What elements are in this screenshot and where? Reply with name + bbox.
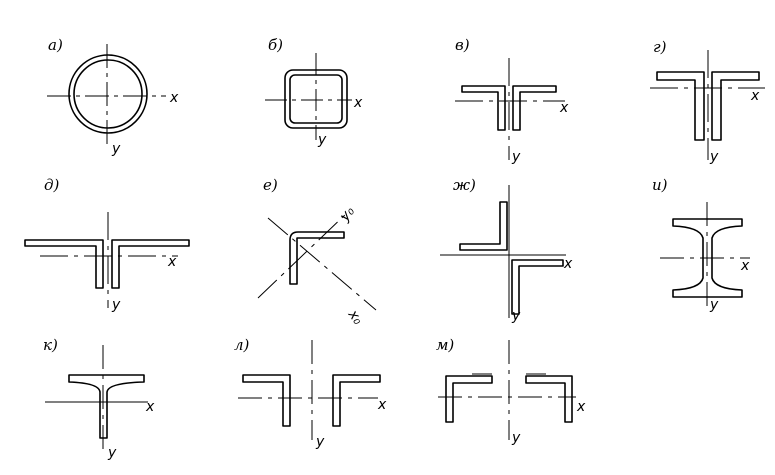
angle-right — [711, 71, 760, 141]
y-axis-label: y — [709, 149, 719, 165]
x0-axis-label: x₀ — [344, 306, 366, 328]
x-axis-label: x — [167, 254, 177, 270]
angle-lower-right — [511, 259, 564, 315]
angle-left — [656, 71, 705, 141]
panel-k-tee: к) x y — [43, 336, 155, 461]
panel-label-m: м) — [436, 336, 454, 354]
y-axis-label: y — [111, 297, 121, 313]
x-axis-label: x — [169, 90, 179, 106]
panel-label-v: в) — [455, 36, 470, 54]
panel-i-ibeam: и) x y — [652, 176, 750, 313]
panel-a-circular-tube: а) x y — [47, 36, 179, 157]
y-axis-label: y — [315, 434, 325, 450]
panel-v-double-angle: в) x y — [455, 36, 569, 165]
angle-left — [242, 374, 291, 427]
y-axis-label: y — [511, 308, 521, 324]
panel-d-double-angle: д) x y — [24, 176, 190, 313]
tee-profile — [68, 374, 145, 439]
panel-label-g: г) — [653, 38, 667, 56]
y-axis-label: y — [107, 445, 117, 461]
angle-profile — [289, 231, 345, 285]
angle-left — [445, 375, 493, 423]
x-axis-label: x — [576, 399, 586, 415]
x-axis-label: x — [353, 95, 363, 111]
angle-right — [512, 85, 557, 131]
tube-inner-circle — [73, 59, 143, 129]
y-axis-label: y — [709, 297, 719, 313]
x-axis-label: x — [740, 258, 750, 274]
panel-g-double-angle: г) x y — [650, 38, 765, 165]
angle-upper-left — [459, 201, 508, 251]
panel-label-a: а) — [48, 36, 63, 54]
x-axis-label: x — [563, 256, 573, 272]
x-axis-label: x — [377, 397, 387, 413]
panel-label-l: л) — [234, 336, 250, 354]
panel-label-k: к) — [43, 336, 58, 354]
panel-label-i: и) — [652, 176, 668, 194]
panel-l-spaced-angles: л) x y — [234, 336, 387, 450]
x-axis-label: x — [145, 399, 155, 415]
x-axis-label: x — [559, 100, 569, 116]
angle-left — [24, 239, 104, 289]
y0-axis-label: y₀ — [336, 203, 358, 225]
y-axis-label: y — [511, 430, 521, 446]
y-axis-label: y — [111, 141, 121, 157]
angle-left — [461, 85, 506, 131]
angle-right — [111, 239, 190, 289]
panel-label-b: б) — [268, 36, 283, 54]
x-axis-label: x — [750, 88, 760, 104]
x0-axis — [267, 217, 377, 311]
panel-e-single-angle: е) y₀ x₀ — [257, 176, 377, 328]
panel-label-zh: ж) — [453, 176, 476, 194]
y-axis-label: y — [511, 149, 521, 165]
y-axis-label: y — [317, 132, 327, 148]
y0-axis — [257, 211, 349, 299]
angle-right — [332, 374, 381, 427]
angle-right — [525, 375, 573, 423]
panel-label-e: е) — [263, 176, 278, 194]
panel-label-d: д) — [44, 176, 60, 194]
tube-outer-circle — [68, 54, 148, 134]
ibeam-profile — [672, 218, 743, 298]
panel-zh-cross-angles: ж) x y — [440, 176, 573, 324]
panel-b-square-tube: б) x y — [265, 36, 363, 148]
panel-m-spaced-angles: м) x y — [436, 336, 586, 446]
